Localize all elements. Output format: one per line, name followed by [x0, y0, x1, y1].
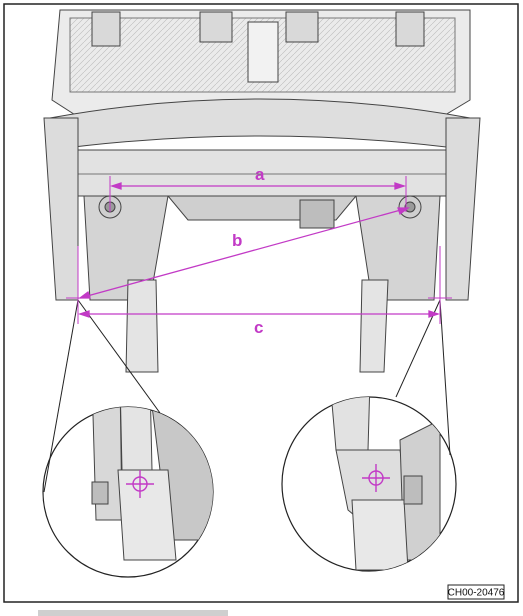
- detail-left-crosshair-icon: [126, 470, 154, 498]
- dimension-b-label: b: [232, 231, 242, 250]
- dimension-c-label: c: [254, 318, 263, 337]
- dimension-lines: [66, 176, 452, 324]
- detail-view-right: [281, 396, 457, 572]
- detail-right-crosshair-icon: [362, 464, 390, 492]
- reference-code-box: [447, 584, 505, 600]
- dimension-b-line: [79, 207, 409, 299]
- caption-fragment: [38, 610, 228, 616]
- reference-code: CH00-20476: [448, 588, 505, 599]
- dimension-a-label: a: [255, 165, 265, 184]
- vehicle-underbody: [43, 9, 481, 373]
